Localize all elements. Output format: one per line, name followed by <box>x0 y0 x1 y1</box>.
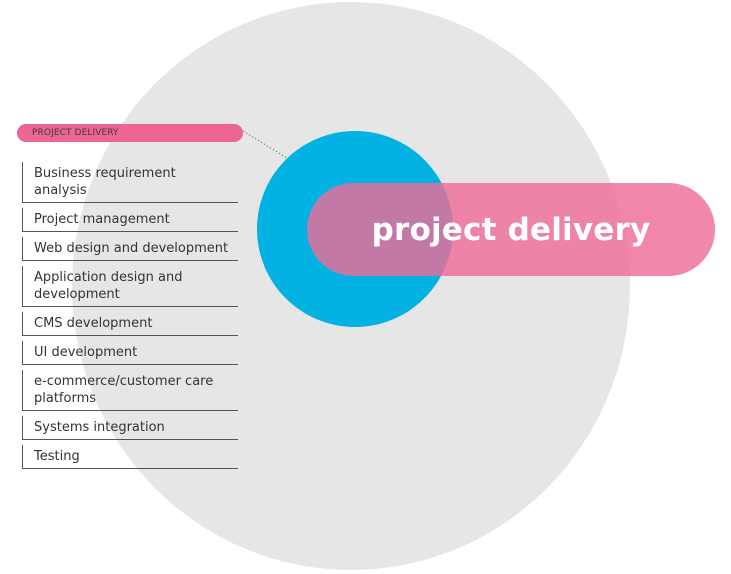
center-pill: project delivery <box>307 183 715 276</box>
list-item: Testing <box>22 445 238 469</box>
list-item: e-commerce/customer care platforms <box>22 370 238 411</box>
list-item: Business requirement analysis <box>22 162 238 203</box>
list-item: Systems integration <box>22 416 238 440</box>
list-item: Project management <box>22 208 238 232</box>
list-item: CMS development <box>22 312 238 336</box>
center-label: project delivery <box>371 211 651 248</box>
list-item: Application design and development <box>22 266 238 307</box>
header-bar: PROJECT DELIVERY <box>17 124 243 142</box>
service-list: Business requirement analysis Project ma… <box>22 162 238 469</box>
list-item: Web design and development <box>22 237 238 261</box>
header-label: PROJECT DELIVERY <box>32 128 119 138</box>
list-item: UI development <box>22 341 238 365</box>
